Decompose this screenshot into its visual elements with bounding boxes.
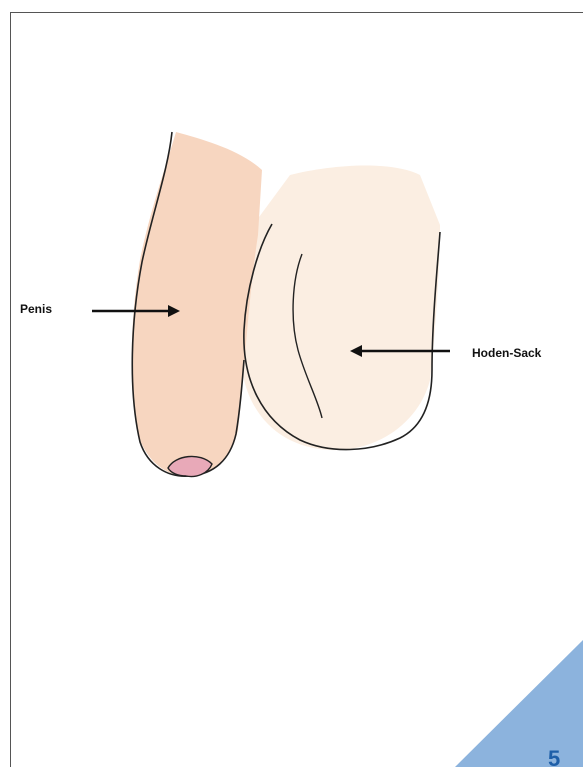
- scrotum-fill: [241, 166, 440, 451]
- label-penis: Penis: [20, 302, 52, 316]
- label-scrotum: Hoden-Sack: [472, 346, 541, 360]
- page-number: 5: [548, 746, 560, 767]
- corner-accent: [455, 640, 583, 767]
- penis-fill: [132, 132, 262, 476]
